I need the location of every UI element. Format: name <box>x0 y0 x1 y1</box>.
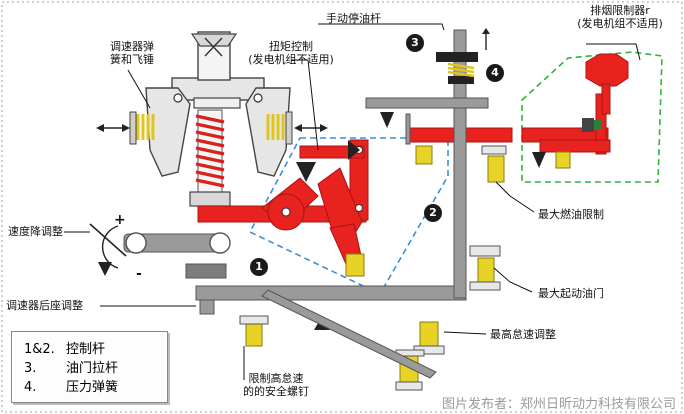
control-lever-1 <box>195 285 467 301</box>
max-start-screw <box>477 257 495 283</box>
safety-link-rod <box>261 289 437 379</box>
label-max-fuel-limit: 最大燃油限制 <box>538 208 604 221</box>
label-torque-line1: 扭矩控制 <box>269 40 313 53</box>
safety-screw <box>245 321 263 347</box>
max-fuel-screw <box>487 155 505 183</box>
label-governor-line2: 簧和飞锤 <box>110 53 154 66</box>
legend-key: 1&2. <box>24 342 55 357</box>
label-governor-rear-seat: 调速器后座调整 <box>6 299 83 312</box>
legend-key: 4. <box>24 380 37 395</box>
label-safety-line2: 的的安全螺钉 <box>243 385 309 398</box>
label-governor-spring-flyweight: 调速器弹 簧和飞锤 <box>104 40 160 66</box>
smoke-limiter-region <box>521 51 663 183</box>
legend-row-3: 4. 压力弹簧 <box>24 380 118 395</box>
label-high-idle-safety-screw: 限制高怠速 的的安全螺钉 <box>238 372 314 398</box>
flyweight-left <box>145 87 191 177</box>
leader-lines <box>64 23 641 380</box>
torque-adjust-screw <box>345 253 365 277</box>
badge-2: 2 <box>424 204 442 222</box>
label-safety-line1: 限制高怠速 <box>248 372 304 385</box>
label-smoke-limiter: 排烟限制器r (发电机组不适用) <box>564 4 676 30</box>
label-torque-line2: (发电机组不适用) <box>248 53 334 66</box>
smoke-limiter-diaphragm <box>585 53 629 87</box>
label-torque-control: 扭矩控制 (发电机组不适用) <box>238 40 344 66</box>
legend-box: 1&2. 控制杆 3. 油门拉杆 4. 压力弹簧 <box>11 331 168 403</box>
label-governor-line1: 调速器弹 <box>110 40 154 53</box>
label-speed-droop: 速度降调整 <box>8 225 63 238</box>
max-idle-screw-upper <box>419 321 439 347</box>
label-max-start-fuel: 最大起动油门 <box>538 287 604 300</box>
legend-text: 控制杆 <box>66 342 106 357</box>
label-max-idle-adjust: 最高怠速调整 <box>490 328 556 341</box>
governor-cap <box>190 33 238 47</box>
throttle-top-cap <box>436 52 478 62</box>
pivot-stop-lever <box>380 112 394 128</box>
pivot-torque-upper <box>296 162 316 182</box>
badge-1: 1 <box>250 258 268 276</box>
legend-row-2: 3. 油门拉杆 <box>24 361 118 376</box>
label-smoke-line2: (发电机组不适用) <box>577 17 663 30</box>
label-smoke-line1: 排烟限制器r <box>590 4 650 17</box>
watermark: 图片发布者：郑州日昕动力科技有限公司 <box>441 397 676 412</box>
legend-row-1: 1&2. 控制杆 <box>24 342 105 357</box>
manual-stop-lever-bar <box>365 97 489 109</box>
badge-3: 3 <box>406 34 424 52</box>
control-lever-2 <box>453 29 467 299</box>
legend-text: 油门拉杆 <box>66 361 119 376</box>
governor-assembly <box>96 31 328 207</box>
label-minus: - <box>136 266 142 282</box>
control-levers <box>123 29 489 379</box>
legend-text: 压力弹簧 <box>66 380 119 395</box>
side-spring-right <box>266 114 285 140</box>
label-plus: + <box>114 212 126 228</box>
legend-key: 3. <box>24 361 37 376</box>
pivot-droop <box>98 262 112 276</box>
adjust-screws <box>245 145 571 383</box>
pressure-spring <box>447 62 475 78</box>
label-manual-stop-lever: 手动停油杆 <box>326 12 381 25</box>
governor-spring <box>195 114 225 188</box>
side-spring-left <box>136 114 155 140</box>
badge-4: 4 <box>486 64 504 82</box>
